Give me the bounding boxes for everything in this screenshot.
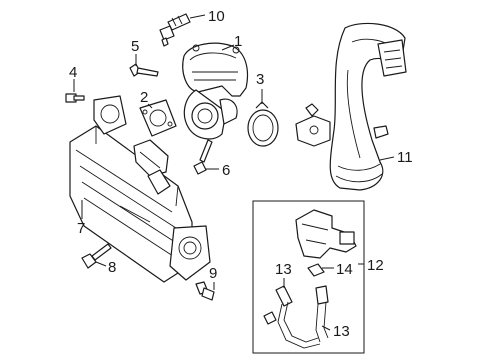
bolt-4 <box>65 93 85 103</box>
leader-lines <box>73 14 395 331</box>
callout-10: 10 <box>208 8 225 25</box>
egr-cooler <box>69 95 211 283</box>
ring-gasket-3 <box>247 101 279 147</box>
callout-8: 8 <box>108 259 116 276</box>
callout-2: 2 <box>140 89 148 106</box>
callout-11: 11 <box>397 149 413 166</box>
callouts: 1 2 3 4 5 6 7 8 9 10 11 12 13 13 14 <box>69 8 413 340</box>
callout-13-bottom: 13 <box>333 323 350 340</box>
callout-9: 9 <box>209 265 217 282</box>
callout-4: 4 <box>69 64 77 81</box>
bolt-8 <box>81 243 112 269</box>
callout-5: 5 <box>131 38 139 55</box>
callout-12: 12 <box>367 257 384 274</box>
gasket-2 <box>139 99 177 137</box>
bolt-6 <box>193 139 213 175</box>
callout-13-top: 13 <box>275 261 292 278</box>
egr-valve <box>182 42 249 140</box>
callout-1: 1 <box>234 33 242 50</box>
sensor-kit-box <box>252 200 365 354</box>
hose-fitting-9 <box>195 281 215 301</box>
callout-6: 6 <box>222 162 230 179</box>
callout-14: 14 <box>336 261 353 278</box>
bolt-5 <box>129 63 159 77</box>
sensor <box>159 13 191 47</box>
callout-3: 3 <box>256 71 264 88</box>
intake-pipe <box>295 22 407 191</box>
callout-7: 7 <box>77 220 85 237</box>
